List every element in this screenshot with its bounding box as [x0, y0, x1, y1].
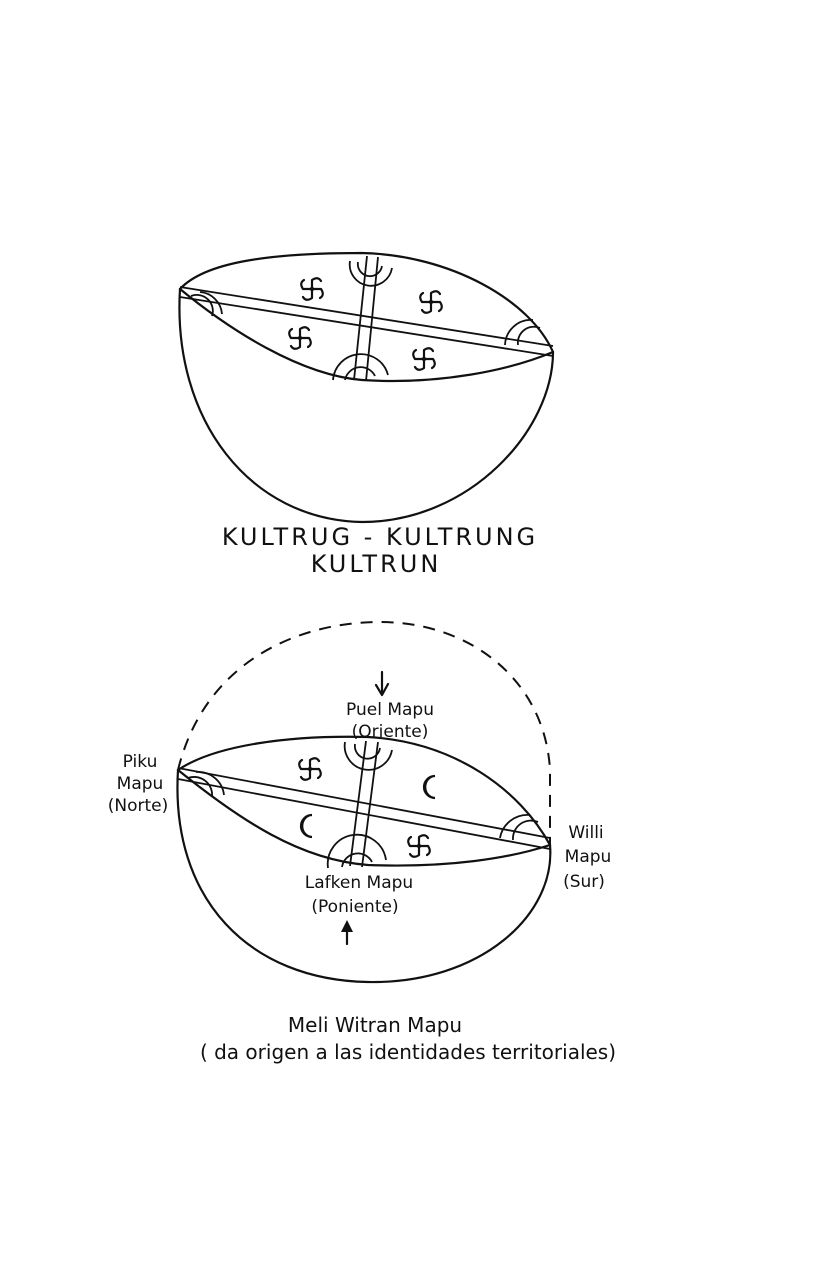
earth-lens-top-edge: [176, 735, 552, 847]
sun-cross-icon: [300, 277, 324, 301]
sky-dashed-arc: [177, 620, 551, 845]
south-label-line3: (Sur): [563, 872, 605, 892]
sun-cross-icon: [298, 757, 322, 781]
east-label-line2: (Oriente): [352, 722, 429, 742]
west-label-line1: Lafken Mapu: [305, 873, 413, 893]
arrow-down-icon: [374, 670, 390, 697]
drum-membrane-bottom-edge: [178, 287, 555, 383]
drum-membrane-top-edge: [178, 251, 555, 354]
meli-witran-mapu-sphere: [176, 620, 552, 984]
moon-crescent-icon: [299, 813, 314, 839]
north-label-line1: Piku: [123, 752, 158, 772]
arrow-up-icon: [341, 920, 353, 946]
kultrun-drum: [178, 251, 555, 524]
south-label-line2: Mapu: [565, 847, 612, 867]
sun-cross-icon: [288, 326, 312, 350]
moon-crescent-icon: [422, 774, 437, 800]
north-label-line2: Mapu: [117, 774, 164, 794]
figure1-caption-line2: KULTRUN: [311, 550, 442, 578]
sun-cross-icon: [407, 834, 431, 858]
north-label-line3: (Norte): [108, 796, 169, 816]
earth-bowl: [176, 768, 552, 984]
earth-lens-bottom-edge: [176, 768, 552, 867]
figure1-caption-line1: KULTRUG - KULTRUNG: [222, 523, 538, 551]
sun-cross-icon: [412, 347, 436, 371]
figure2-caption-line2: ( da origen a las identidades territoria…: [200, 1040, 616, 1064]
east-label-line1: Puel Mapu: [346, 700, 434, 720]
drum-bowl: [178, 287, 555, 524]
sun-cross-icon: [419, 290, 443, 314]
figure2-caption-line1: Meli Witran Mapu: [288, 1013, 462, 1037]
south-label-line1: Willi: [568, 823, 603, 843]
west-label-line2: (Poniente): [311, 897, 398, 917]
